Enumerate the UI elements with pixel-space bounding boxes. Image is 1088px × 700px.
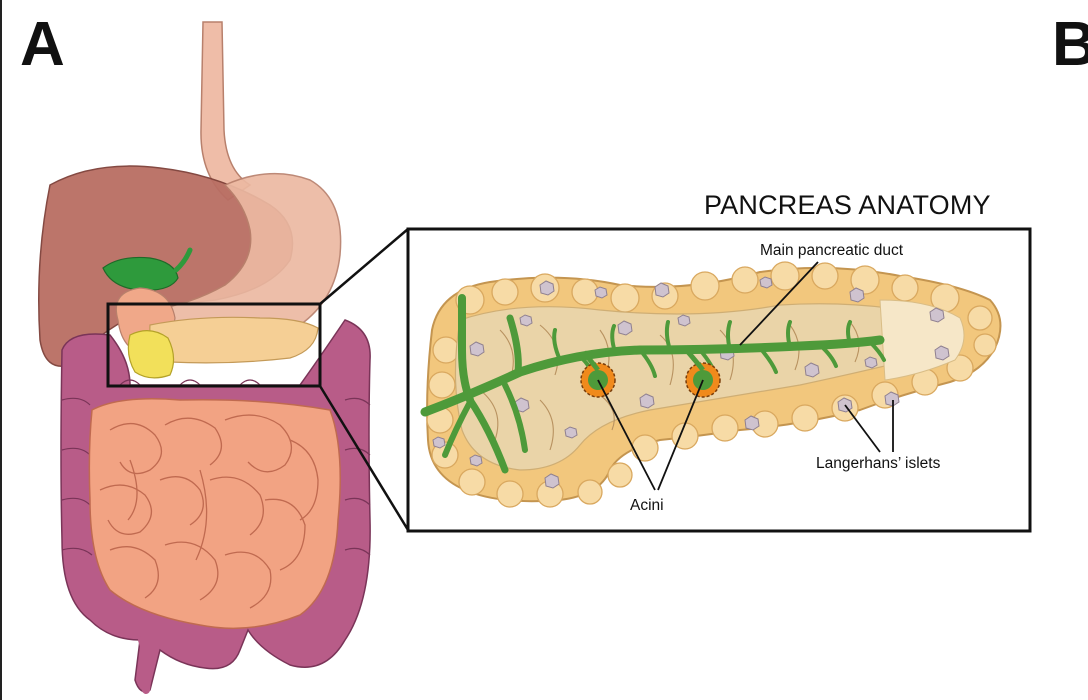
main-duct-label: Main pancreatic duct (760, 242, 904, 259)
digestive-system (38, 21, 371, 694)
colon-haustra (61, 379, 371, 556)
panel-b-letter: B (1052, 10, 1088, 79)
zoom-line-top (319, 228, 409, 305)
pancreas-overview (149, 316, 319, 364)
acini-leader-line-left (597, 379, 656, 491)
duct-leader-line (739, 261, 819, 346)
gallbladder (102, 256, 179, 291)
inset-title: PANCREAS ANATOMY (704, 190, 991, 220)
islets-label: Langerhans’ islets (816, 455, 941, 472)
rectum (138, 636, 152, 694)
small-intestine (88, 398, 341, 630)
bile-duct (173, 247, 193, 273)
pancreas-head (127, 330, 175, 379)
zoom-line-bottom (318, 385, 410, 531)
intestine-coils (99, 414, 319, 609)
acini-leader-line-right (657, 379, 704, 491)
islets-leader-line-left (844, 404, 881, 453)
main-pancreatic-duct (420, 294, 886, 474)
pancreas-zoom-box (106, 302, 322, 388)
langerhans-islets (432, 276, 950, 489)
lobules (426, 261, 997, 508)
pancreas-detail (420, 261, 1002, 508)
acini-label: Acini (630, 497, 664, 514)
esophagus (200, 21, 252, 201)
panel-a-letter: A (20, 10, 65, 79)
callout-lines (597, 261, 894, 491)
